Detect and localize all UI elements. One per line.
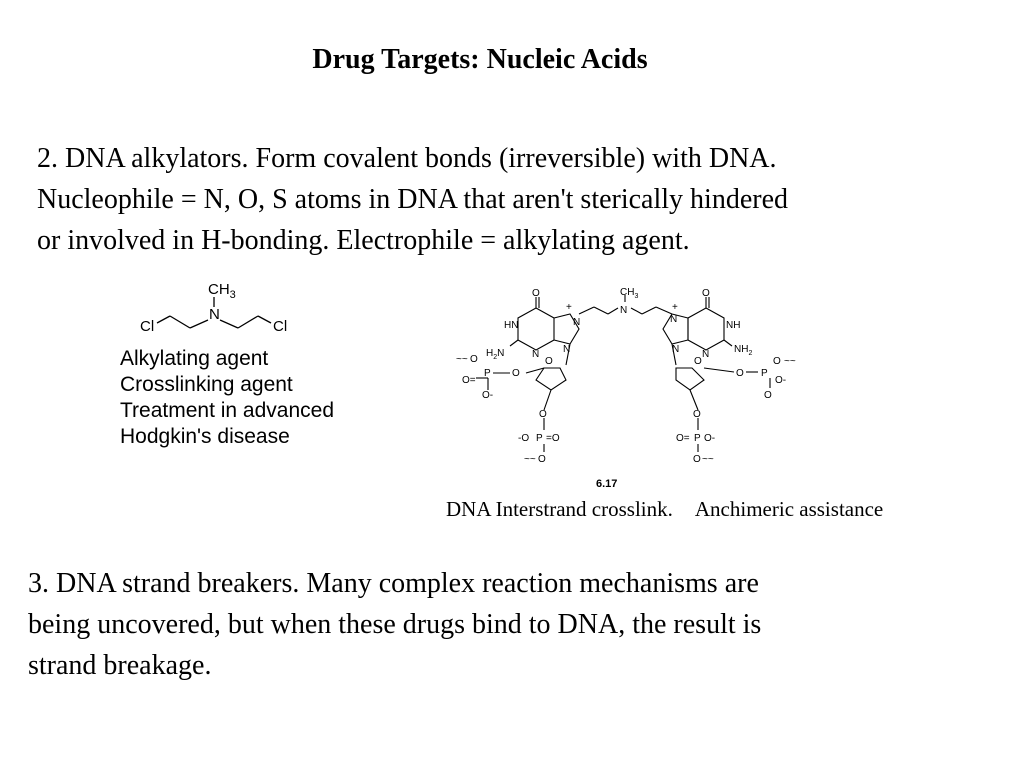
section3-line-3: strand breakage. [28,650,212,681]
mechlorethamine-structure: CH3 N Cl Cl [140,281,287,335]
nitrogen-label: N [209,306,220,323]
left-o-3: O [538,454,546,465]
left-h2n-label: H2N [486,348,504,361]
mechlorethamine-bonds [156,297,272,329]
right-wave-2: ~~ [702,454,714,465]
left-wave-1: ~~ [456,354,468,365]
right-nh: NH [726,320,740,331]
right-p-2: P [694,433,701,444]
crosslink-bonds [476,295,771,452]
left-plus: + [566,302,572,313]
right-wave-1: ~~ [784,356,796,367]
chlorine-left-label: Cl [140,318,154,335]
linker-ch3-label: CH3 [620,287,638,300]
right-o-1: O [773,356,781,367]
left-p-1: P [484,368,491,379]
section3-line-1: 3. DNA strand breakers. Many complex rea… [28,568,759,599]
right-n9: N [672,344,679,355]
section3-line-2: being uncovered, but when these drugs bi… [28,609,762,640]
slide-title: Drug Targets: Nucleic Acids [312,44,648,75]
left-n9: N [563,344,570,355]
caption-right: Anchimeric assistance [694,497,884,521]
right-o-minus-2: O- [704,433,715,444]
left-ring-n: N [532,349,539,360]
note-line-3: Treatment in advanced [120,399,335,422]
left-sugar-o: O [545,356,553,367]
right-p-1: P [761,368,768,379]
right-ring-n: N [702,349,709,360]
right-plus: + [672,302,678,313]
left-eq-o-2: =O [546,433,560,444]
linker-n: N [620,305,627,316]
chlorine-right-label: Cl [273,318,287,335]
section-dna-alkylators: 2. DNA alkylators. Form covalent bonds (… [37,138,997,261]
left-minus-o-2: -O [518,433,529,444]
crosslink-atom-labels: O HN N N + N H2N O O ~~ O P O= O- O -O P… [456,287,796,465]
caption-left: DNA Interstrand crosslink. [446,497,673,521]
note-line-4: Hodgkin's disease [120,425,290,448]
figure-number: 6.17 [596,478,617,490]
left-p-2: P [536,433,543,444]
note-line-2: Crosslinking agent [120,373,293,396]
left-o-1: O [470,354,478,365]
right-o-minus-1: O- [775,375,786,386]
left-wave-2: ~~ [524,454,536,465]
mechlorethamine-notes: Alkylating agent Crosslinking agent Trea… [120,346,334,450]
crosslink-caption: DNA Interstrand crosslink. Anchimeric ass… [446,497,883,522]
right-o-3: O [693,454,701,465]
dna-crosslink-structure: O HN N N + N H2N O O ~~ O P O= O- O -O P… [456,287,796,490]
right-carbonyl-o: O [702,288,710,299]
left-o-minus-1: O- [482,390,493,401]
section-dna-strand-breakers: 3. DNA strand breakers. Many complex rea… [28,563,761,686]
right-ester-o: O [736,368,744,379]
left-o-eq-1: O= [462,375,476,386]
left-hn: HN [504,320,518,331]
right-o-eq-2: O= [676,433,690,444]
note-line-1: Alkylating agent [120,347,269,370]
methyl-label: CH3 [208,281,236,301]
section2-line-3: or involved in H-bonding. Electrophile =… [37,225,690,256]
right-link-o: O [693,409,701,420]
right-n7: N [670,314,677,325]
left-n7: N [573,317,580,328]
section2-line-2: Nucleophile = N, O, S atoms in DNA that … [37,184,788,215]
right-o-2: O [764,390,772,401]
left-carbonyl-o: O [532,288,540,299]
right-nh2-label: NH2 [734,344,752,357]
left-link-o: O [539,409,547,420]
left-ester-o: O [512,368,520,379]
right-sugar-o: O [694,356,702,367]
section2-line-1: 2. DNA alkylators. Form covalent bonds (… [37,143,777,174]
